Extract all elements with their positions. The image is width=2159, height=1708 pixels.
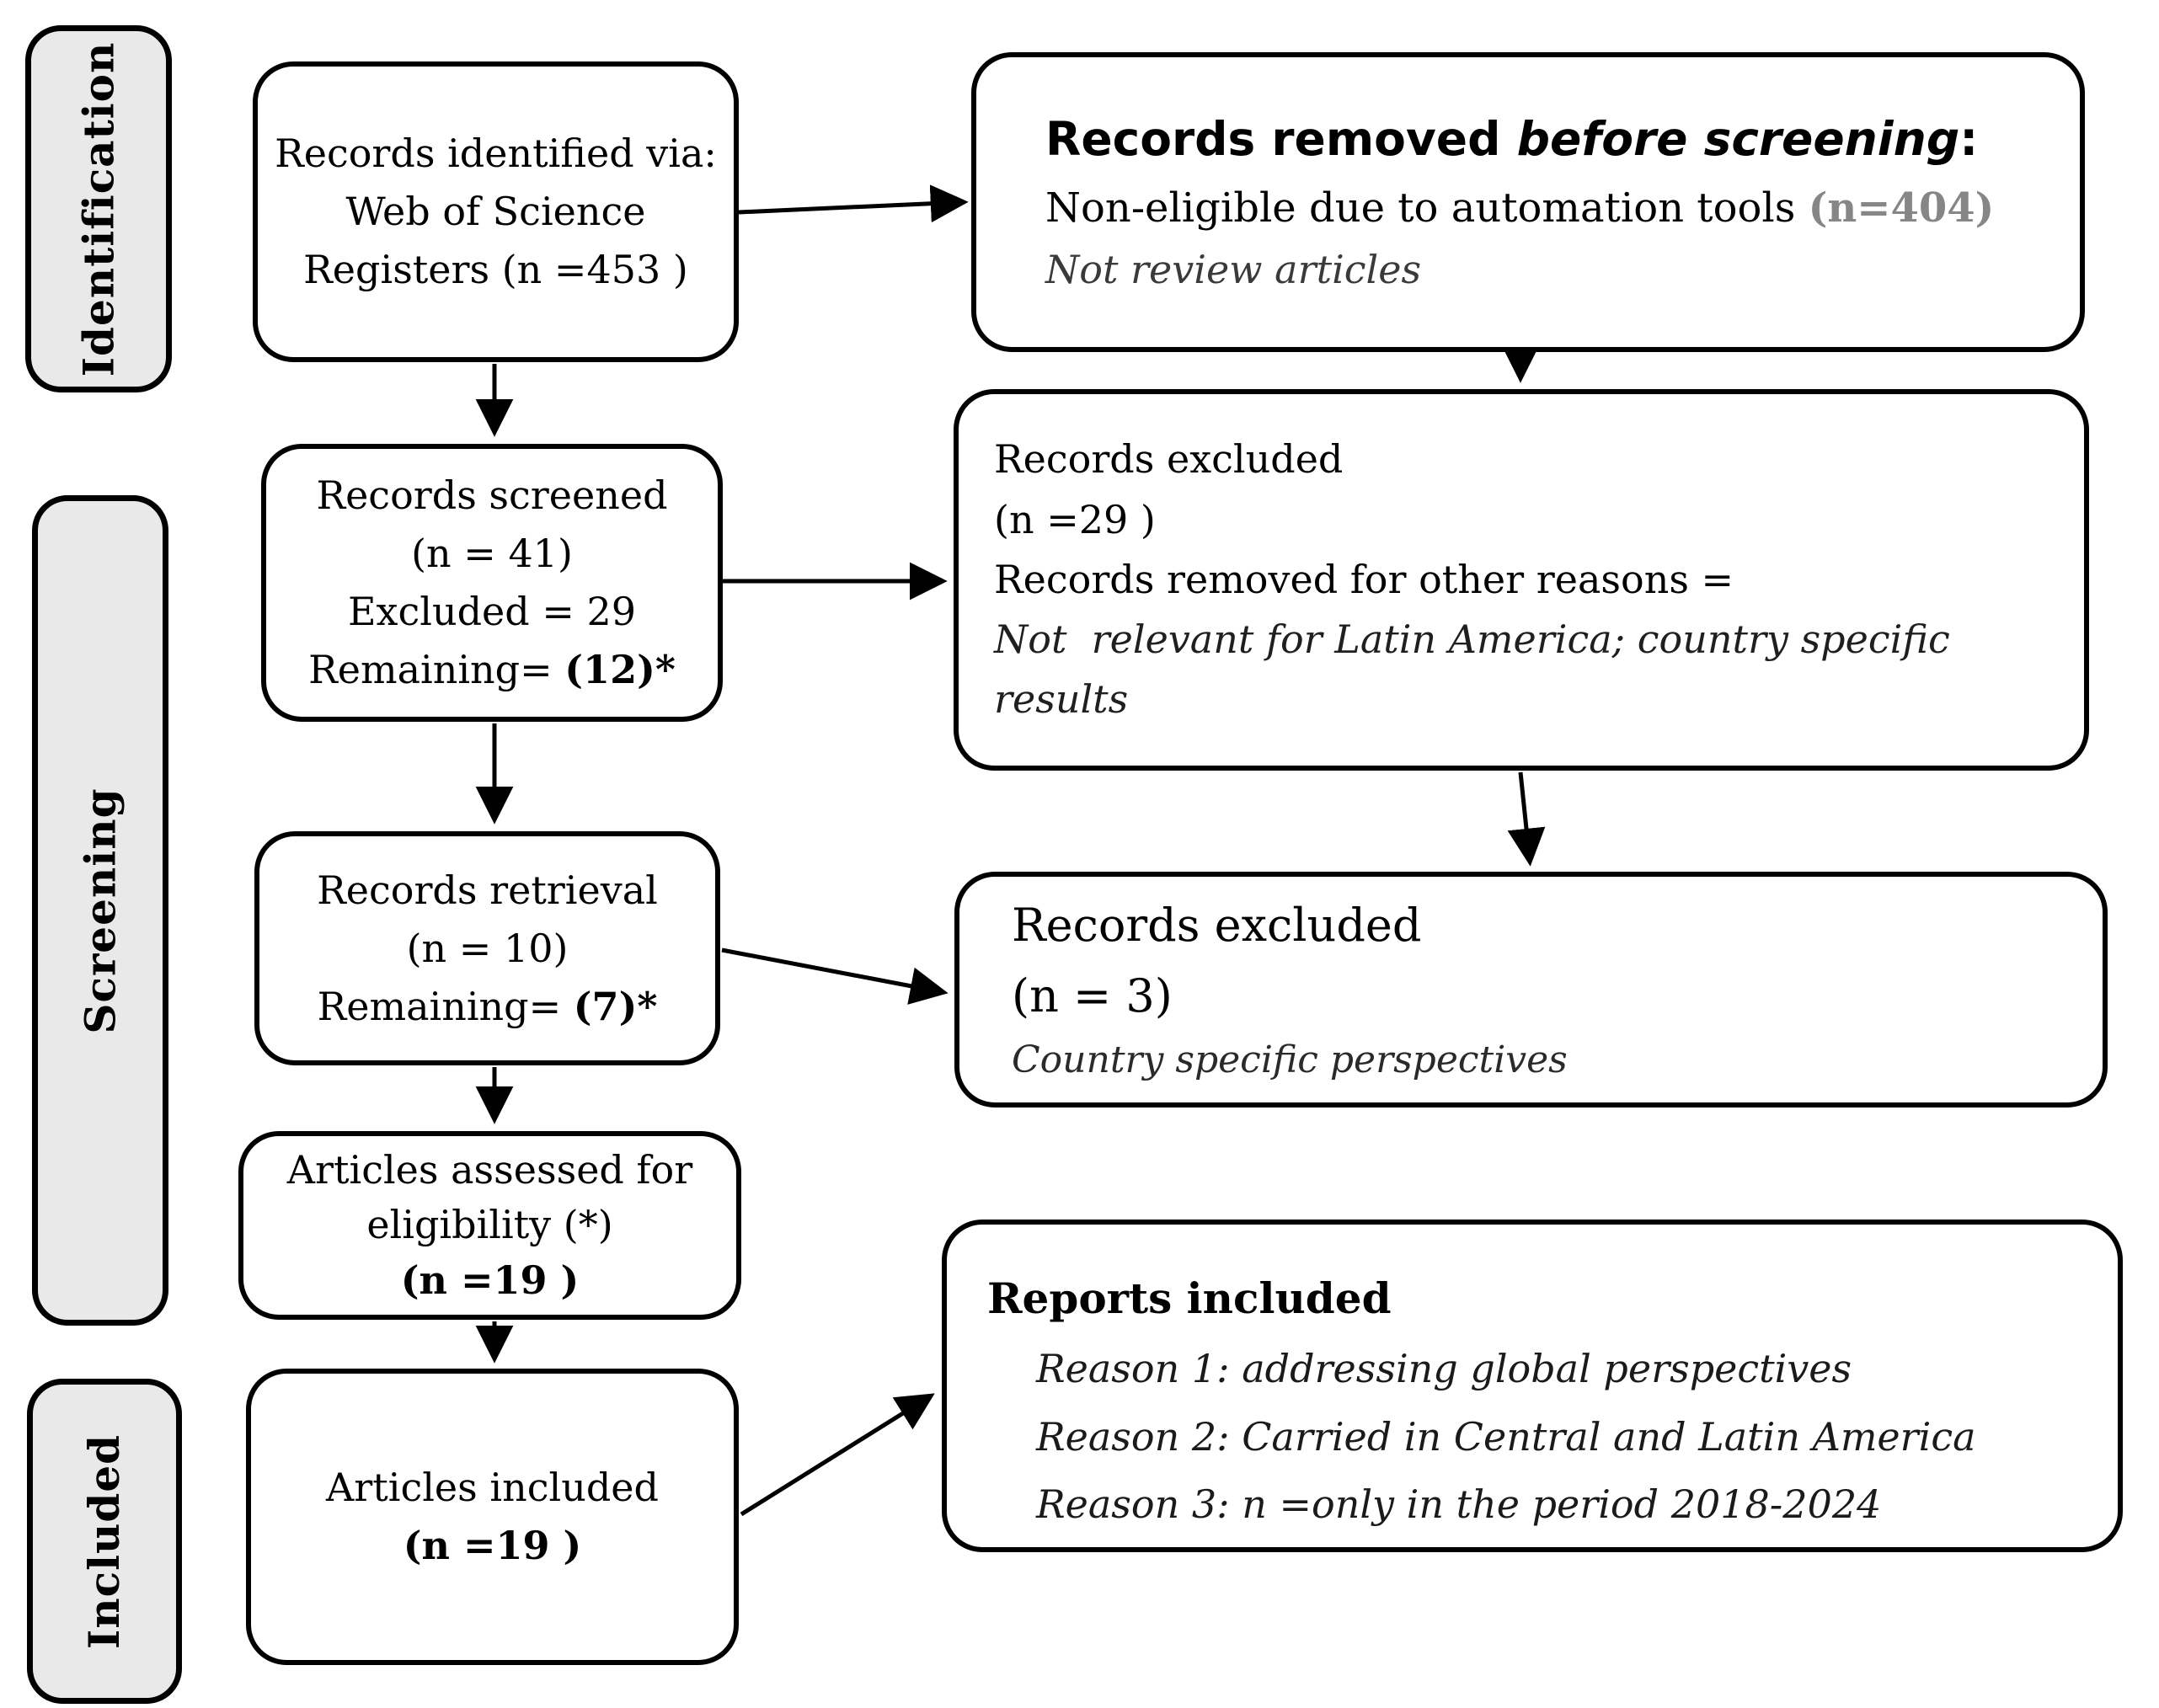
box-articles-assessed: Articles assessed for eligibility (*) (n… bbox=[238, 1131, 741, 1320]
removed-body: Non-eligible due to automation tools (n=… bbox=[1045, 184, 2055, 232]
records-screened-line4: Remaining= (12)* bbox=[308, 641, 676, 699]
reports-title: Reports included bbox=[987, 1273, 1392, 1323]
excluded2-line2: (n = 3) bbox=[1012, 969, 1173, 1022]
box-records-excluded-screening: Records excluded (n =29 ) Records remove… bbox=[954, 389, 2089, 771]
articles-assessed-count: (n =19 ) bbox=[400, 1257, 580, 1303]
records-retrieval-line2: (n = 10) bbox=[406, 925, 569, 971]
box-records-identified: Records identified via: Web of Science R… bbox=[253, 61, 739, 362]
report-reason-1: Reason 1: addressing global perspectives bbox=[1036, 1346, 1852, 1391]
box-reports-included: Reports included Reason 1: addressing gl… bbox=[942, 1220, 2123, 1552]
records-identified-line1: Records identified via: bbox=[275, 131, 717, 176]
stage-identification: Identification bbox=[25, 25, 172, 392]
removed-title: Records removed before screening: bbox=[1045, 112, 2055, 166]
removed-title-italic: before screening bbox=[1516, 112, 1960, 166]
records-screened-line1: Records screened bbox=[316, 472, 668, 518]
excluded2-reason: Country specific perspectives bbox=[1012, 1038, 1568, 1081]
excluded2-line1: Records excluded bbox=[1012, 899, 1422, 953]
box-records-excluded-retrieval: Records excluded (n = 3) Country specifi… bbox=[954, 872, 2108, 1108]
articles-assessed-line1: Articles assessed for bbox=[286, 1147, 693, 1193]
excluded1-line2: (n =29 ) bbox=[994, 496, 1156, 542]
records-screened-line3: Excluded = 29 bbox=[347, 589, 637, 634]
records-retrieval-line3: Remaining= (7)* bbox=[318, 978, 658, 1036]
stage-included: Included bbox=[27, 1379, 182, 1704]
removed-body-text: Non-eligible due to automation tools bbox=[1045, 184, 1809, 232]
remaining-value: (12)* bbox=[564, 647, 676, 692]
box-articles-included: Articles included (n =19 ) bbox=[246, 1369, 739, 1665]
removed-title-bold: Records removed bbox=[1045, 112, 1517, 166]
stage-screening: Screening bbox=[32, 495, 168, 1326]
records-identified-line3: Registers (n =453 ) bbox=[303, 247, 688, 292]
removed-title-colon: : bbox=[1959, 112, 1979, 166]
arrow-retrieval-to-excluded2 bbox=[721, 947, 949, 1005]
records-identified-line2: Web of Science bbox=[345, 189, 646, 234]
articles-assessed-line2: eligibility (*) bbox=[366, 1202, 613, 1248]
removed-note: Not review articles bbox=[1045, 247, 1422, 292]
arrow-excluded1-to-excluded2 bbox=[1507, 771, 1546, 867]
stage-included-label: Included bbox=[79, 1433, 130, 1649]
remaining-label: Remaining= bbox=[317, 983, 574, 1029]
report-reason-3: Reason 3: n =only in the period 2018-202… bbox=[1036, 1481, 1882, 1527]
remaining-label: Remaining= bbox=[308, 647, 565, 692]
excluded1-line1: Records excluded bbox=[994, 436, 1344, 483]
articles-included-count: (n =19 ) bbox=[403, 1523, 582, 1568]
excluded1-reason: Not relevant for Latin America; country … bbox=[994, 616, 1963, 723]
stage-identification-label: Identification bbox=[73, 41, 124, 376]
excluded1-line3: Records removed for other reasons = bbox=[994, 556, 1734, 602]
removed-count: (n=404) bbox=[1808, 184, 1995, 232]
box-records-screened: Records screened (n = 41) Excluded = 29 … bbox=[261, 444, 723, 722]
box-records-retrieval: Records retrieval (n = 10) Remaining= (7… bbox=[254, 831, 720, 1065]
arrow-identified-to-removed bbox=[738, 184, 969, 223]
stage-screening-label: Screening bbox=[75, 787, 126, 1034]
records-screened-line2: (n = 41) bbox=[411, 531, 573, 576]
remaining-value: (7)* bbox=[573, 983, 658, 1029]
report-reason-2: Reason 2: Carried in Central and Latin A… bbox=[1036, 1413, 1976, 1460]
arrow-included-to-reports bbox=[740, 1393, 935, 1517]
records-retrieval-line1: Records retrieval bbox=[317, 867, 658, 913]
articles-included-line1: Articles included bbox=[326, 1465, 659, 1510]
box-records-removed-before-screening: Records removed before screening: Non-el… bbox=[971, 52, 2085, 352]
